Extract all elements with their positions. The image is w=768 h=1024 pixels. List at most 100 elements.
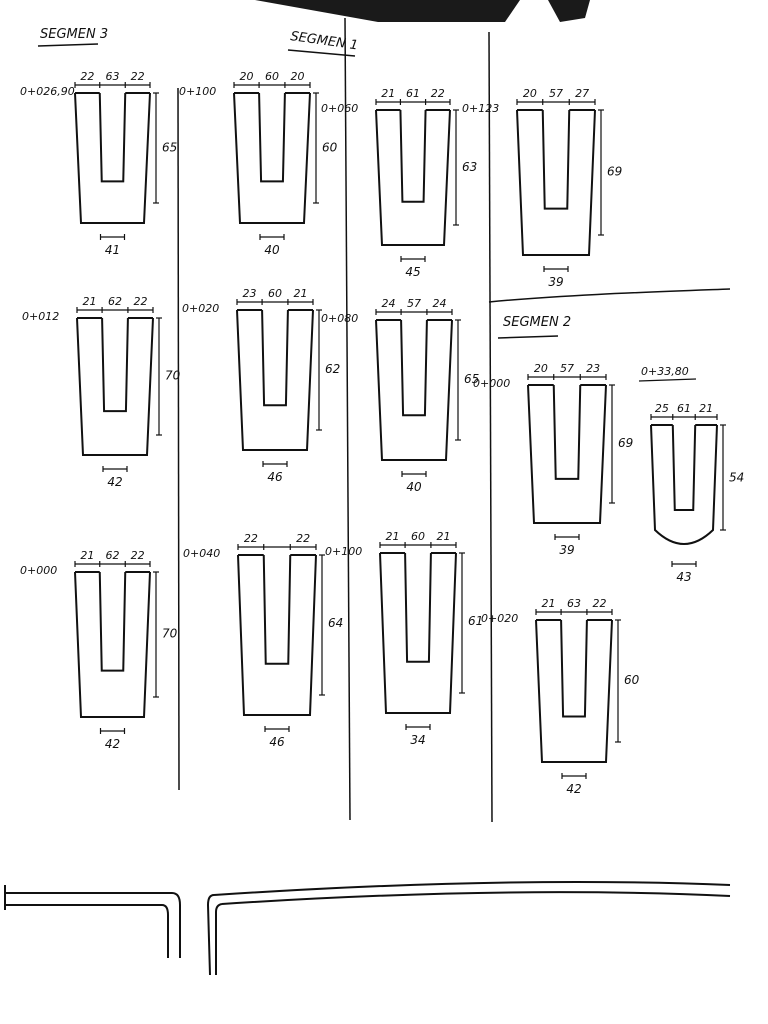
bottom-width-label: 46: [269, 735, 285, 749]
channel-inner-slot: [98, 92, 127, 183]
station-label: 0+100: [179, 85, 216, 98]
top-dimension-label: 22: [131, 549, 145, 562]
height-label: 62: [325, 362, 340, 376]
height-label: 65: [162, 141, 177, 155]
station-label: 0+000: [473, 377, 510, 390]
top-dimension-label: 22: [131, 70, 145, 83]
height-label: 69: [618, 436, 633, 450]
top-dimension-label: 25: [655, 402, 669, 415]
station-label: 0+026,90: [20, 85, 75, 98]
top-dimension-label: 22: [244, 532, 258, 545]
height-label: 54: [729, 470, 744, 484]
height-label: 69: [607, 164, 622, 178]
channel-inner-slot: [262, 554, 292, 665]
bottom-width-label: 43: [676, 570, 691, 584]
height-label: 65: [464, 372, 479, 386]
top-dimension-label: 61: [677, 402, 691, 415]
channel-outline: [379, 552, 457, 714]
segment-label-2: SEGMEN 2: [497, 315, 571, 339]
height-label: 63: [462, 160, 477, 174]
scan-shadow: [548, 0, 590, 22]
top-dimension-label: 22: [296, 532, 310, 545]
height-label: 70: [165, 369, 181, 383]
channel-outline: [650, 424, 718, 545]
channel-inner-slot: [258, 92, 286, 183]
station-label: 0+33,80: [641, 365, 689, 378]
station-label: 0+020: [481, 612, 518, 625]
bottom-width-label: 42: [566, 782, 581, 796]
channel-outline: [233, 92, 311, 224]
station-label: 0+000: [20, 564, 57, 577]
station-label: 0+100: [325, 545, 362, 558]
top-dimension-label: 62: [108, 295, 122, 308]
channel-inner-slot: [98, 571, 127, 672]
top-dimension-label: 24: [432, 297, 446, 310]
top-dimension-label: 20: [240, 70, 254, 83]
channel-outline: [237, 554, 317, 716]
top-dimension-label: 21: [381, 87, 395, 100]
top-dimension-label: 21: [542, 597, 556, 610]
channel-outline: [535, 619, 613, 763]
segment-3-title: SEGMEN 3: [40, 27, 108, 42]
top-dimension-label: 22: [592, 597, 606, 610]
channel-inner-slot: [261, 309, 289, 407]
bottom-width-label: 45: [405, 265, 420, 279]
height-label: 70: [162, 626, 178, 640]
station-label: 0+012: [22, 310, 59, 323]
top-dimension-label: 57: [549, 87, 563, 100]
top-dimension-label: 21: [293, 287, 307, 300]
bottom-width-label: 39: [548, 275, 563, 289]
bottom-width-label: 46: [267, 470, 283, 484]
top-dimension-label: 21: [83, 295, 97, 308]
segment-2-title: SEGMEN 2: [503, 315, 571, 330]
channel-outline: [375, 109, 451, 246]
height-label: 60: [624, 673, 640, 687]
longitudinal-profile: [4, 880, 731, 976]
cross-section-s3c: 21 62 22 70 42 0+000: [20, 549, 178, 751]
top-dimension-label: 22: [133, 295, 147, 308]
station-label: 0+020: [182, 302, 219, 315]
top-dimension-label: 60: [411, 530, 425, 543]
top-dimension-label: 22: [80, 70, 94, 83]
channel-outline: [516, 109, 596, 256]
segment-label-1: SEGMEN 1: [287, 29, 359, 57]
bottom-width-label: 40: [406, 480, 422, 494]
channel-outline: [74, 571, 151, 718]
bottom-width-label: 42: [105, 737, 120, 751]
bottom-width-label: 39: [559, 543, 574, 557]
bottom-width-label: 40: [264, 243, 280, 257]
top-dimension-label: 60: [268, 287, 282, 300]
channel-outline: [375, 319, 453, 461]
channel-outline: [236, 309, 314, 451]
scan-shadow: [255, 0, 520, 22]
station-label: 0+040: [183, 547, 220, 560]
segment-label-3: SEGMEN 3: [37, 27, 108, 47]
station-label: 0+080: [321, 312, 358, 325]
top-dimension-label: 20: [290, 70, 304, 83]
channel-inner-slot: [101, 317, 129, 413]
top-dimension-label: 62: [106, 549, 120, 562]
top-dimension-label: 20: [523, 87, 537, 100]
channel-outline: [527, 384, 607, 524]
top-dimension-label: 21: [80, 549, 94, 562]
channel-inner-slot: [560, 619, 588, 718]
bottom-width-label: 34: [410, 733, 425, 747]
top-dimension-label: 57: [560, 362, 574, 375]
height-label: 60: [322, 141, 338, 155]
station-label: 0+060: [321, 102, 358, 115]
top-dimension-label: 63: [567, 597, 581, 610]
segment-1-title: SEGMEN 1: [289, 29, 359, 53]
height-label: 64: [328, 616, 343, 630]
top-dimension-label: 21: [436, 530, 450, 543]
top-dimension-label: 63: [106, 70, 120, 83]
